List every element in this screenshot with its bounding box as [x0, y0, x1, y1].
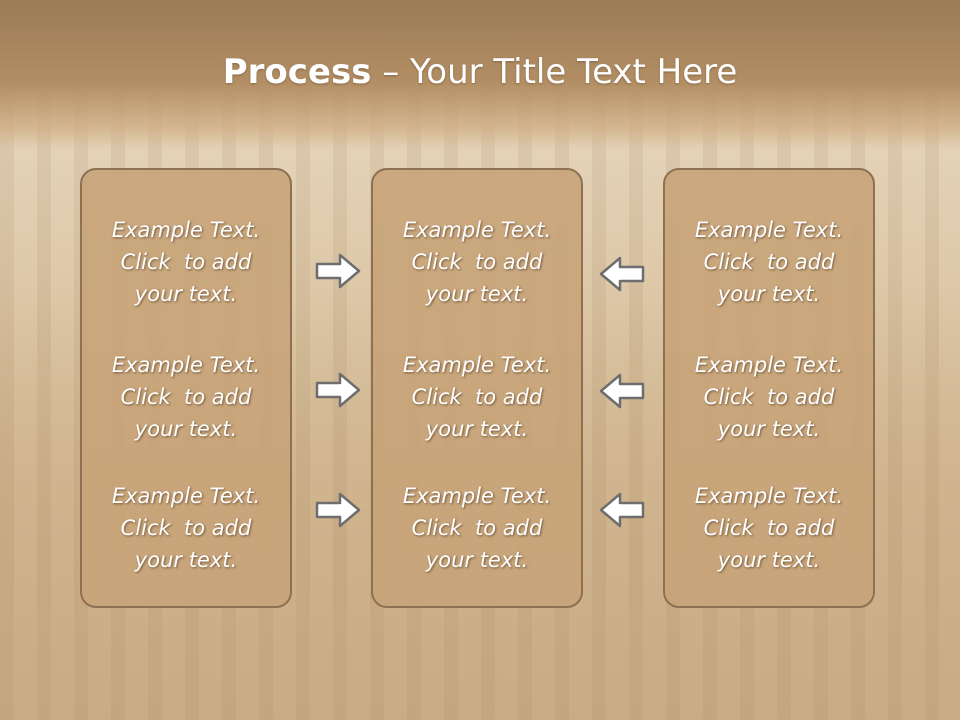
text-placeholder[interactable]: Example Text. Click to add your text.: [373, 480, 581, 576]
arrow-right-icon: [315, 492, 361, 528]
text-line: Click to add: [411, 516, 543, 540]
title-bold: Process: [222, 52, 372, 92]
slide-title[interactable]: Process – Your Title Text Here: [0, 52, 960, 92]
process-box-center[interactable]: Example Text. Click to add your text. Ex…: [371, 168, 583, 608]
text-line: Example Text.: [111, 218, 261, 242]
arrow-right-icon: [315, 372, 361, 408]
arrow-left-icon: [599, 256, 645, 292]
text-placeholder[interactable]: Example Text. Click to add your text.: [665, 214, 873, 310]
text-line: your text.: [717, 282, 821, 306]
text-line: your text.: [425, 548, 529, 572]
text-line: your text.: [425, 282, 529, 306]
text-placeholder[interactable]: Example Text. Click to add your text.: [373, 214, 581, 310]
title-rest: – Your Title Text Here: [371, 52, 738, 92]
text-line: your text.: [134, 282, 238, 306]
text-line: Click to add: [411, 250, 543, 274]
text-line: your text.: [134, 417, 238, 441]
text-line: Example Text.: [402, 484, 552, 508]
text-line: Example Text.: [402, 353, 552, 377]
text-placeholder[interactable]: Example Text. Click to add your text.: [82, 349, 290, 445]
text-line: Click to add: [120, 385, 252, 409]
text-line: Example Text.: [694, 218, 844, 242]
text-placeholder[interactable]: Example Text. Click to add your text.: [665, 349, 873, 445]
text-placeholder[interactable]: Example Text. Click to add your text.: [82, 214, 290, 310]
text-placeholder[interactable]: Example Text. Click to add your text.: [665, 480, 873, 576]
process-box-left[interactable]: Example Text. Click to add your text. Ex…: [80, 168, 292, 608]
text-line: Click to add: [703, 385, 835, 409]
text-line: Example Text.: [694, 353, 844, 377]
process-box-right[interactable]: Example Text. Click to add your text. Ex…: [663, 168, 875, 608]
title-band: [0, 0, 960, 150]
text-placeholder[interactable]: Example Text. Click to add your text.: [82, 480, 290, 576]
arrow-left-icon: [599, 373, 645, 409]
arrow-right-icon: [315, 253, 361, 289]
text-placeholder[interactable]: Example Text. Click to add your text.: [373, 349, 581, 445]
text-line: Click to add: [703, 516, 835, 540]
text-line: Click to add: [120, 250, 252, 274]
text-line: Click to add: [120, 516, 252, 540]
text-line: your text.: [717, 417, 821, 441]
text-line: Example Text.: [402, 218, 552, 242]
text-line: Click to add: [703, 250, 835, 274]
text-line: your text.: [717, 548, 821, 572]
text-line: Example Text.: [111, 484, 261, 508]
text-line: your text.: [425, 417, 529, 441]
text-line: Example Text.: [111, 353, 261, 377]
text-line: Click to add: [411, 385, 543, 409]
text-line: your text.: [134, 548, 238, 572]
text-line: Example Text.: [694, 484, 844, 508]
arrow-left-icon: [599, 492, 645, 528]
